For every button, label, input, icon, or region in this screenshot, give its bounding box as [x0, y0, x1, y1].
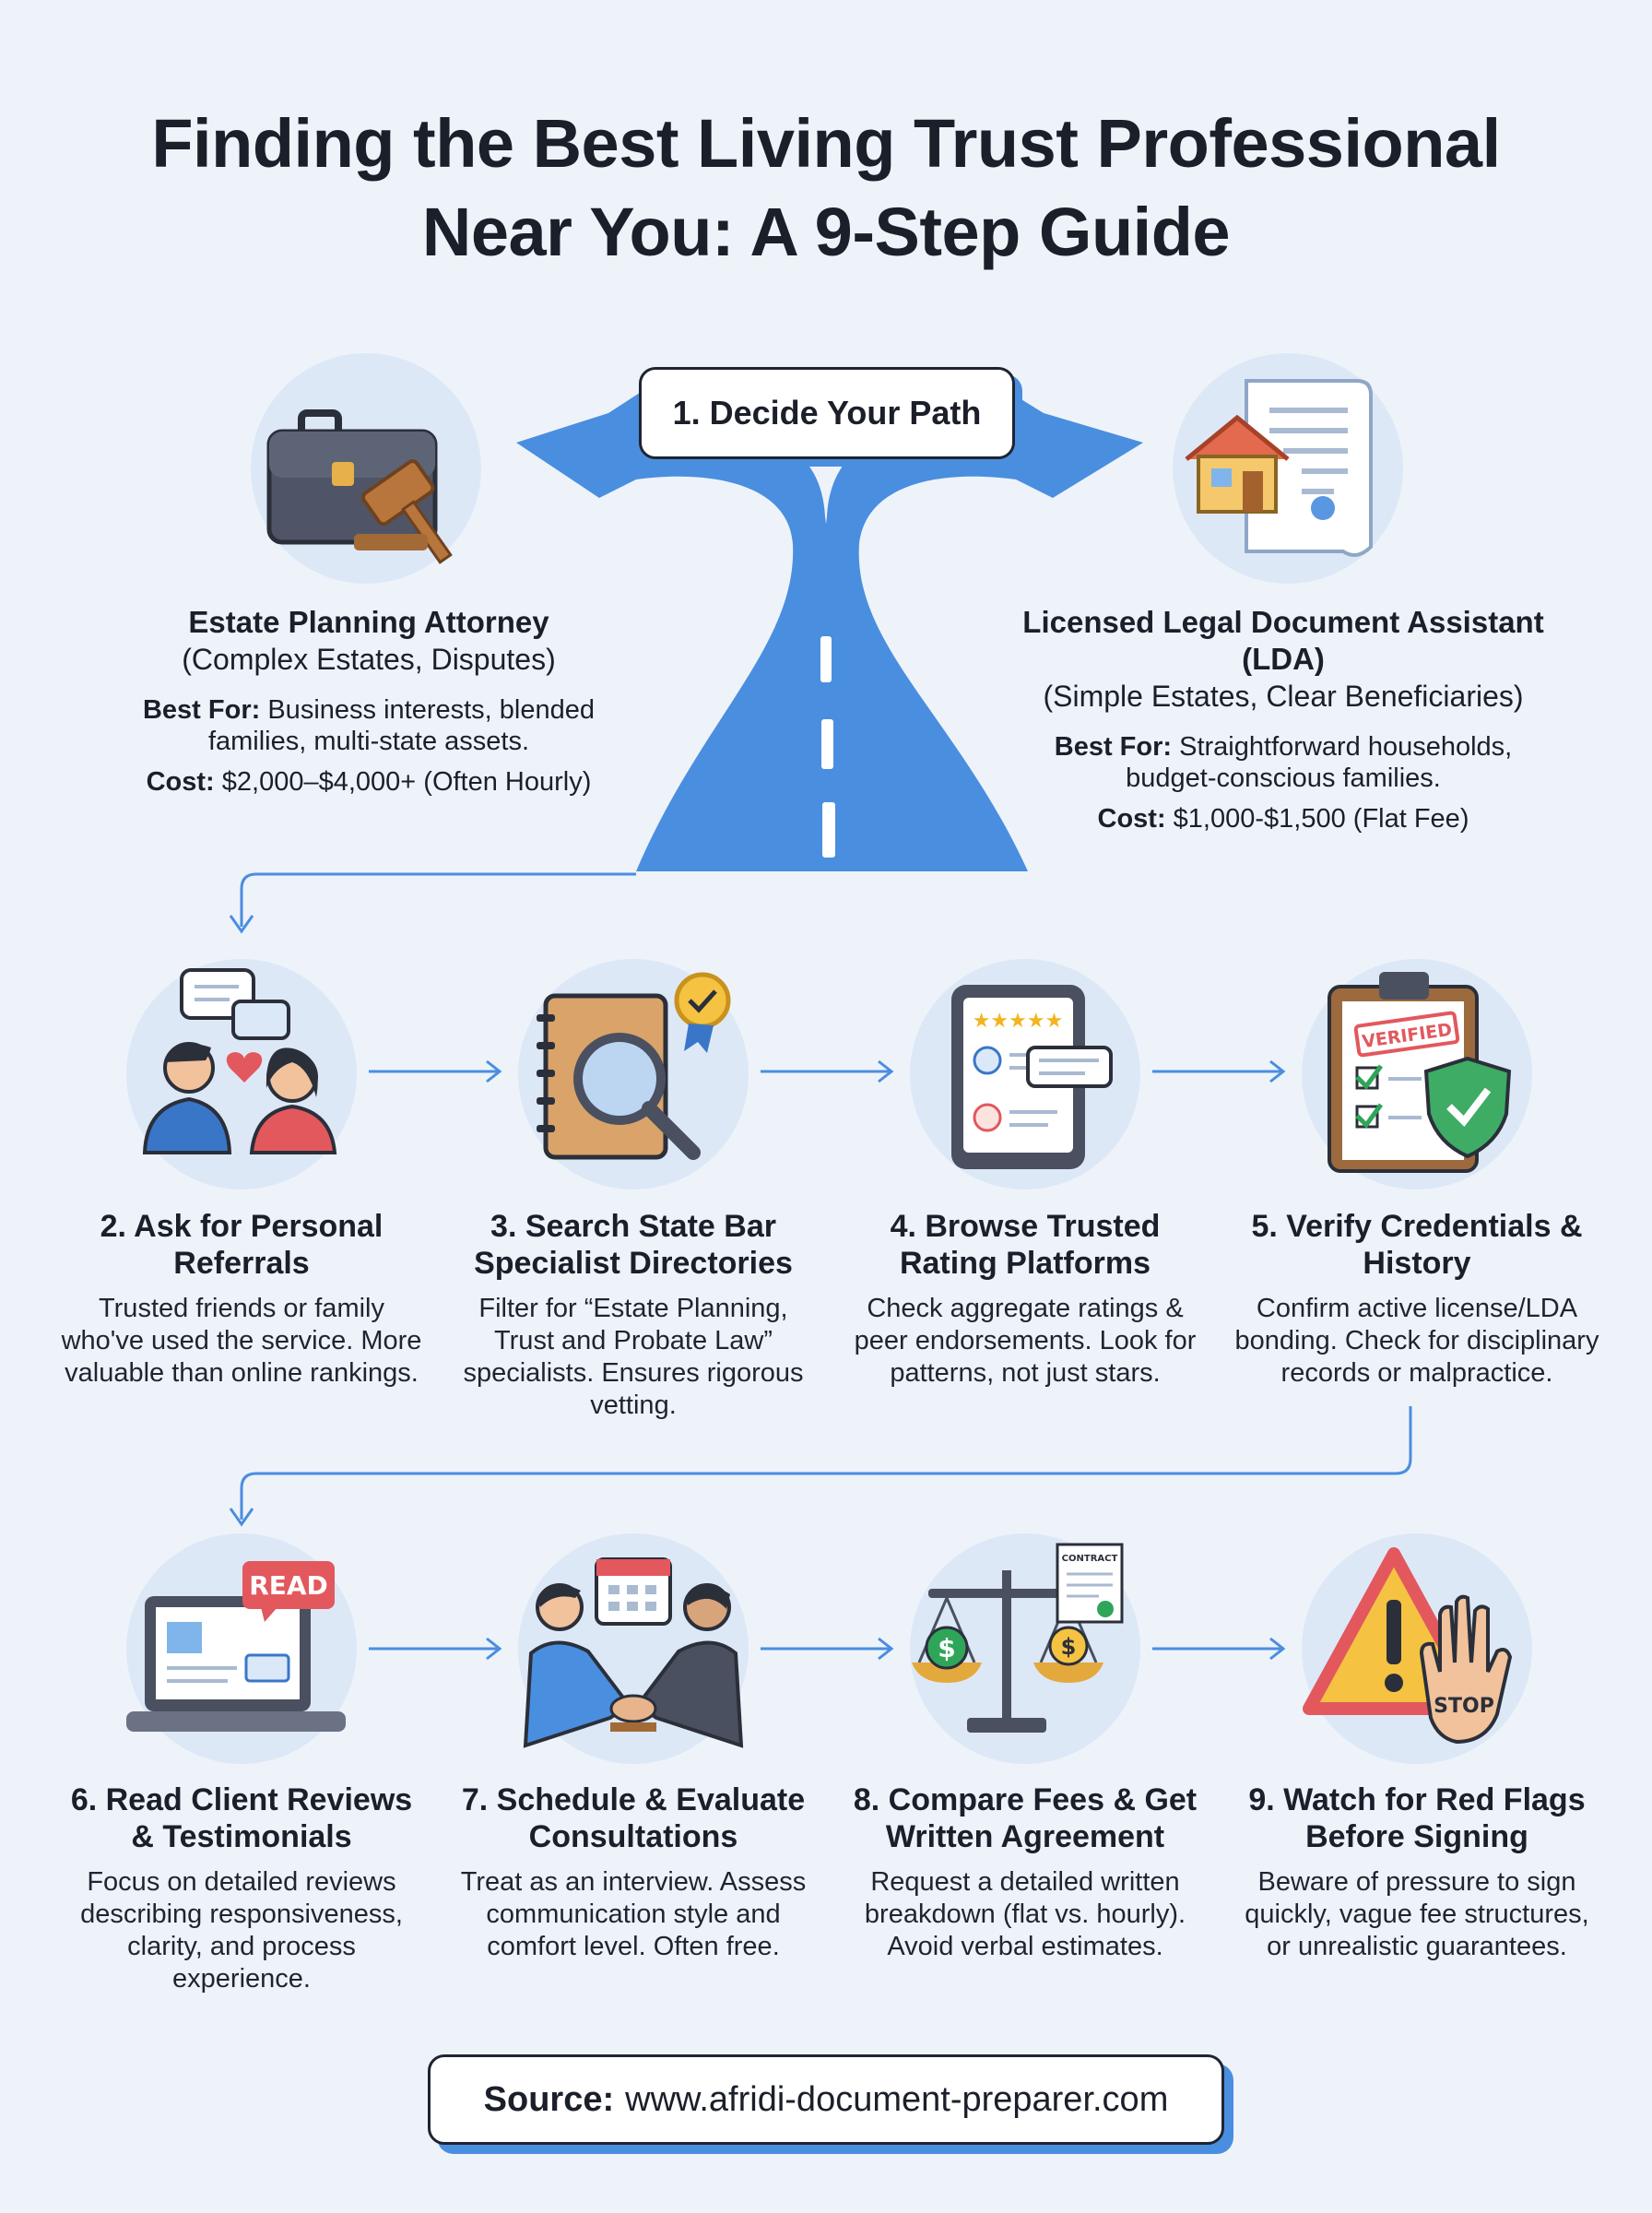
attorney-best-for: Best For: Business interests, blended fa…: [120, 694, 618, 757]
step-7-title: 7. Schedule & Evaluate Consultations: [461, 1782, 806, 1854]
lda-option: Licensed Legal Document Assistant (LDA) …: [979, 604, 1587, 834]
attorney-option: Estate Planning Attorney (Complex Estate…: [120, 604, 618, 798]
step-4-title: 4. Browse Trusted Rating Platforms: [890, 1209, 1161, 1281]
step-6: 6. Read Client Reviews & Testimonials Fo…: [57, 1781, 426, 1995]
step-6-desc: Focus on detailed reviews describing res…: [80, 1867, 403, 1994]
briefcase-gavel-icon: [266, 409, 453, 564]
step-2-icon-circle: [126, 959, 357, 1189]
step-9-title: 9. Watch for Red Flags Before Signing: [1248, 1782, 1586, 1854]
lda-icon-circle: [1173, 353, 1403, 584]
step-8: 8. Compare Fees & Get Written Agreement …: [841, 1781, 1210, 1963]
step-9: 9. Watch for Red Flags Before Signing Be…: [1233, 1781, 1601, 1963]
attorney-cost: Cost: $2,000–$4,000+ (Often Hourly): [120, 766, 618, 798]
step-6-icon-circle: READ: [126, 1533, 357, 1764]
page-title-line-2: Near You: A 9-Step Guide: [421, 194, 1231, 270]
attorney-subheading: (Complex Estates, Disputes): [182, 643, 556, 676]
step-7-desc: Treat as an interview. Assess communicat…: [460, 1867, 807, 1961]
step-3-icon-circle: [518, 959, 749, 1189]
rating-tablet-icon: ★★★★★: [951, 985, 1113, 1169]
step-8-desc: Request a detailed written breakdown (fl…: [864, 1867, 1186, 1961]
step-5: 5. Verify Credentials & History Confirm …: [1233, 1208, 1601, 1390]
step-5-icon-circle: VERIFIED: [1302, 959, 1532, 1189]
best-for-label: Best For:: [1054, 732, 1173, 762]
source-citation: Source: www.afridi-document-preparer.com: [428, 2054, 1224, 2145]
page-title-line-1: Finding the Best Living Trust Profession…: [151, 105, 1501, 182]
dollar-sign-right: $: [1061, 1634, 1077, 1660]
step-2: 2. Ask for Personal Referrals Trusted fr…: [57, 1208, 426, 1390]
step-8-title: 8. Compare Fees & Get Written Agreement: [853, 1782, 1198, 1854]
source-url[interactable]: www.afridi-document-preparer.com: [625, 2079, 1169, 2119]
step-7: 7. Schedule & Evaluate Consultations Tre…: [449, 1781, 818, 1963]
step-9-icon-circle: STOP: [1302, 1533, 1532, 1764]
cost-label: Cost:: [1097, 804, 1166, 834]
lda-cost-text: $1,000-$1,500 (Flat Fee): [1173, 804, 1469, 834]
step-5-desc: Confirm active license/LDA bonding. Chec…: [1234, 1294, 1599, 1388]
lda-heading: Licensed Legal Document Assistant (LDA): [1022, 605, 1544, 676]
step-8-icon-circle: $ $ CONTRACT: [910, 1533, 1140, 1764]
referrals-icon: [142, 968, 337, 1154]
step-6-title: 6. Read Client Reviews & Testimonials: [70, 1782, 413, 1854]
step-4-desc: Check aggregate ratings & peer endorseme…: [854, 1294, 1197, 1388]
warning-stop-icon: STOP: [1303, 1547, 1513, 1745]
best-for-label: Best For:: [142, 695, 261, 725]
dollar-sign-left: $: [938, 1633, 955, 1663]
source-label: Source:: [483, 2079, 615, 2119]
rating-stars: ★★★★★: [973, 1010, 1064, 1033]
attorney-best-for-text: Business interests, blended families, mu…: [207, 695, 595, 756]
lda-subheading: (Simple Estates, Clear Beneficiaries): [1043, 680, 1524, 713]
contract-label: CONTRACT: [1062, 1554, 1118, 1564]
step-7-icon-circle: [518, 1533, 749, 1764]
laptop-reviews-icon: READ: [126, 1561, 346, 1732]
step-3: 3. Search State Bar Specialist Directori…: [449, 1208, 818, 1422]
page-title: Finding the Best Living Trust Profession…: [0, 100, 1652, 277]
step-5-title: 5. Verify Credentials & History: [1251, 1209, 1583, 1281]
step-2-title: 2. Ask for Personal Referrals: [100, 1209, 384, 1281]
lda-cost: Cost: $1,000-$1,500 (Flat Fee): [979, 803, 1587, 834]
step-3-desc: Filter for “Estate Planning, Trust and P…: [463, 1294, 804, 1420]
attorney-icon-circle: [251, 353, 481, 584]
step-4-icon-circle: ★★★★★: [910, 959, 1140, 1189]
step-1-label: 1. Decide Your Path: [639, 367, 1015, 459]
step-9-desc: Beware of pressure to sign quickly, vagu…: [1245, 1867, 1589, 1961]
read-badge-text: READ: [249, 1570, 328, 1601]
step-4: 4. Browse Trusted Rating Platforms Check…: [841, 1208, 1210, 1390]
verified-clipboard-icon: VERIFIED: [1328, 972, 1512, 1173]
step-3-title: 3. Search State Bar Specialist Directori…: [474, 1209, 793, 1281]
cost-label: Cost:: [146, 767, 215, 797]
attorney-cost-text: $2,000–$4,000+ (Often Hourly): [221, 767, 592, 797]
scales-contract-icon: $ $ CONTRACT: [912, 1543, 1124, 1733]
house-deed-icon: [1185, 379, 1373, 557]
attorney-heading: Estate Planning Attorney: [188, 605, 549, 639]
lda-best-for-text: Straightforward households, budget-consc…: [1126, 732, 1513, 793]
stop-label: STOP: [1434, 1695, 1494, 1718]
handshake-icon: [523, 1557, 744, 1748]
step-2-desc: Trusted friends or family who've used th…: [61, 1294, 422, 1388]
lda-best-for: Best For: Straightforward households, bu…: [979, 731, 1587, 794]
directory-search-icon: [537, 972, 731, 1160]
